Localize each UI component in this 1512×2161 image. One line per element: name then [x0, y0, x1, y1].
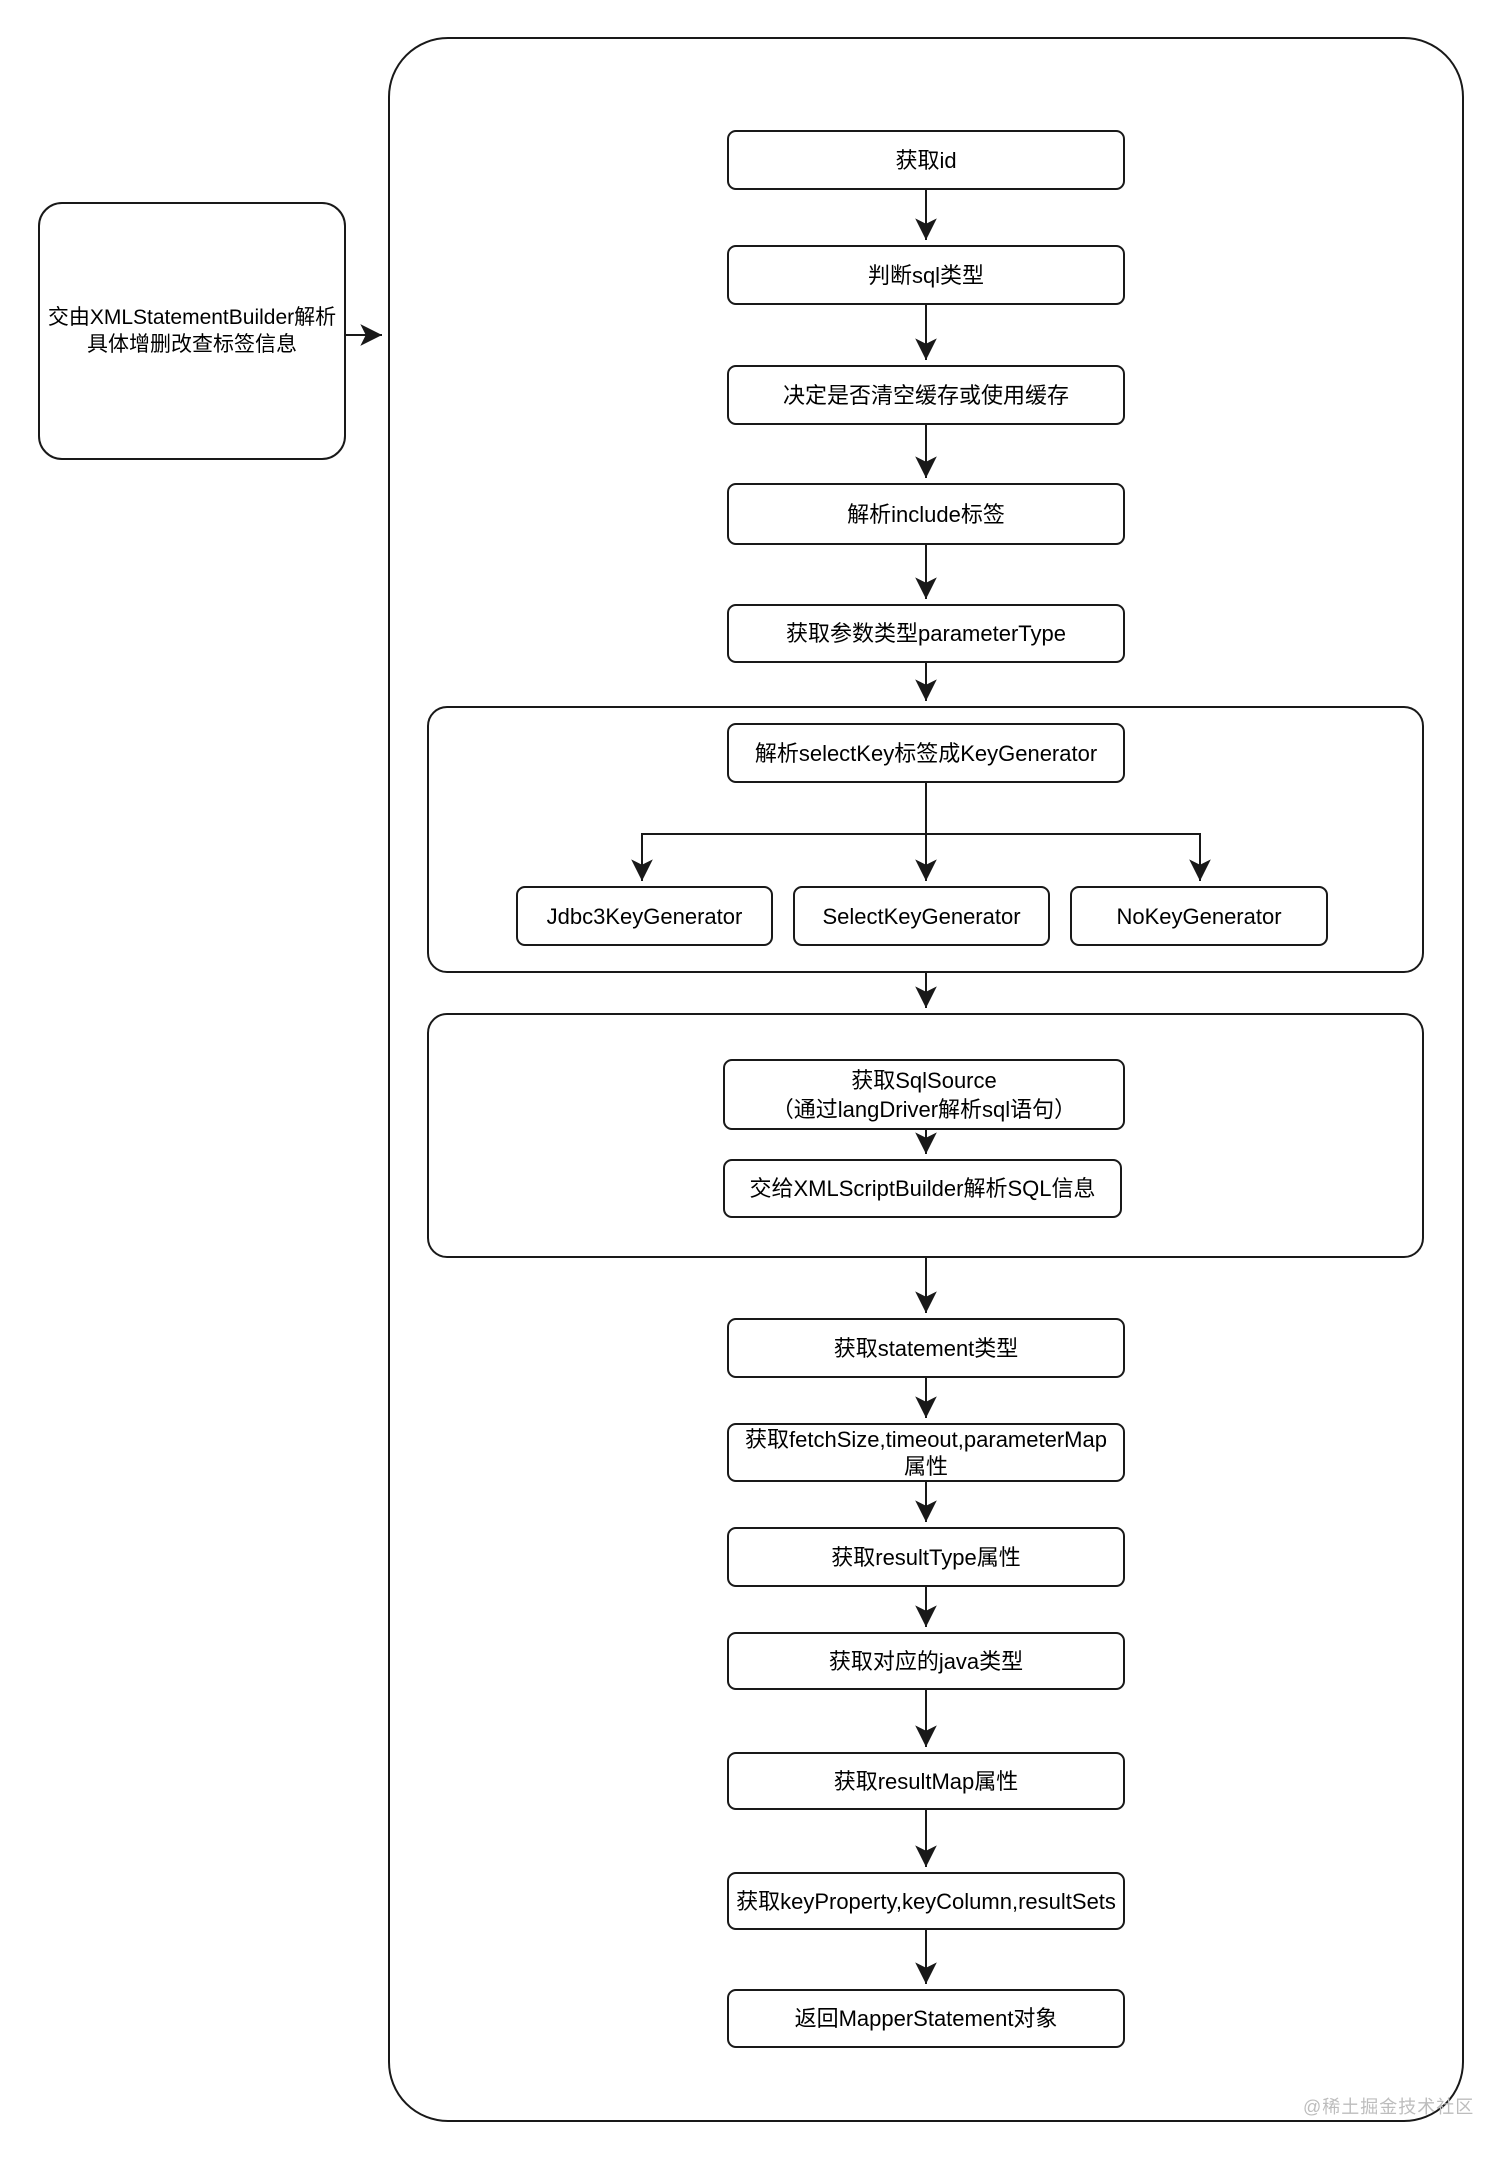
get-sqlsource-line2: （通过langDriver解析sql语句）	[771, 1096, 1077, 1122]
side-note-line1: 交由XMLStatementBuilder解析	[47, 306, 337, 329]
watermark: @稀土掘金技术社区	[1303, 2097, 1475, 2117]
flow-node-get-id: 获取id	[727, 130, 1125, 190]
flow-node-get-fetch-attrs: 获取fetchSize,timeout,parameterMap 属性	[727, 1423, 1125, 1482]
side-note-line2: 具体增删改查标签信息	[87, 333, 297, 356]
flow-node-get-key-property: 获取keyProperty,keyColumn,resultSets	[727, 1872, 1125, 1930]
flow-node-get-sqlsource: 获取SqlSource （通过langDriver解析sql语句）	[723, 1059, 1125, 1130]
flow-node-jdbc3-key-generator: Jdbc3KeyGenerator	[516, 886, 773, 946]
flow-node-get-statement-type: 获取statement类型	[727, 1318, 1125, 1378]
flow-node-get-java-type: 获取对应的java类型	[727, 1632, 1125, 1690]
sqlsource-group-container	[427, 1013, 1424, 1258]
flow-node-parse-include: 解析include标签	[727, 483, 1125, 545]
flow-node-get-result-map: 获取resultMap属性	[727, 1752, 1125, 1810]
flow-node-no-key-generator: NoKeyGenerator	[1070, 886, 1328, 946]
side-note-box: 交由XMLStatementBuilder解析 具体增删改查标签信息	[38, 202, 346, 460]
flow-node-get-result-type: 获取resultType属性	[727, 1527, 1125, 1587]
flow-node-judge-sql-type: 判断sql类型	[727, 245, 1125, 305]
flow-node-script-builder: 交给XMLScriptBuilder解析SQL信息	[723, 1159, 1122, 1218]
get-sqlsource-line1: 获取SqlSource	[851, 1067, 997, 1093]
flow-node-parse-selectkey: 解析selectKey标签成KeyGenerator	[727, 723, 1125, 783]
flow-node-get-parameter-type: 获取参数类型parameterType	[727, 604, 1125, 663]
get-fetch-attrs-line2: 属性	[903, 1453, 948, 1479]
flow-node-return-mapper-statement: 返回MapperStatement对象	[727, 1989, 1125, 2048]
flow-node-select-key-generator: SelectKeyGenerator	[793, 886, 1050, 946]
get-fetch-attrs-line1: 获取fetchSize,timeout,parameterMap	[745, 1426, 1107, 1452]
flow-node-cache-decision: 决定是否清空缓存或使用缓存	[727, 365, 1125, 425]
